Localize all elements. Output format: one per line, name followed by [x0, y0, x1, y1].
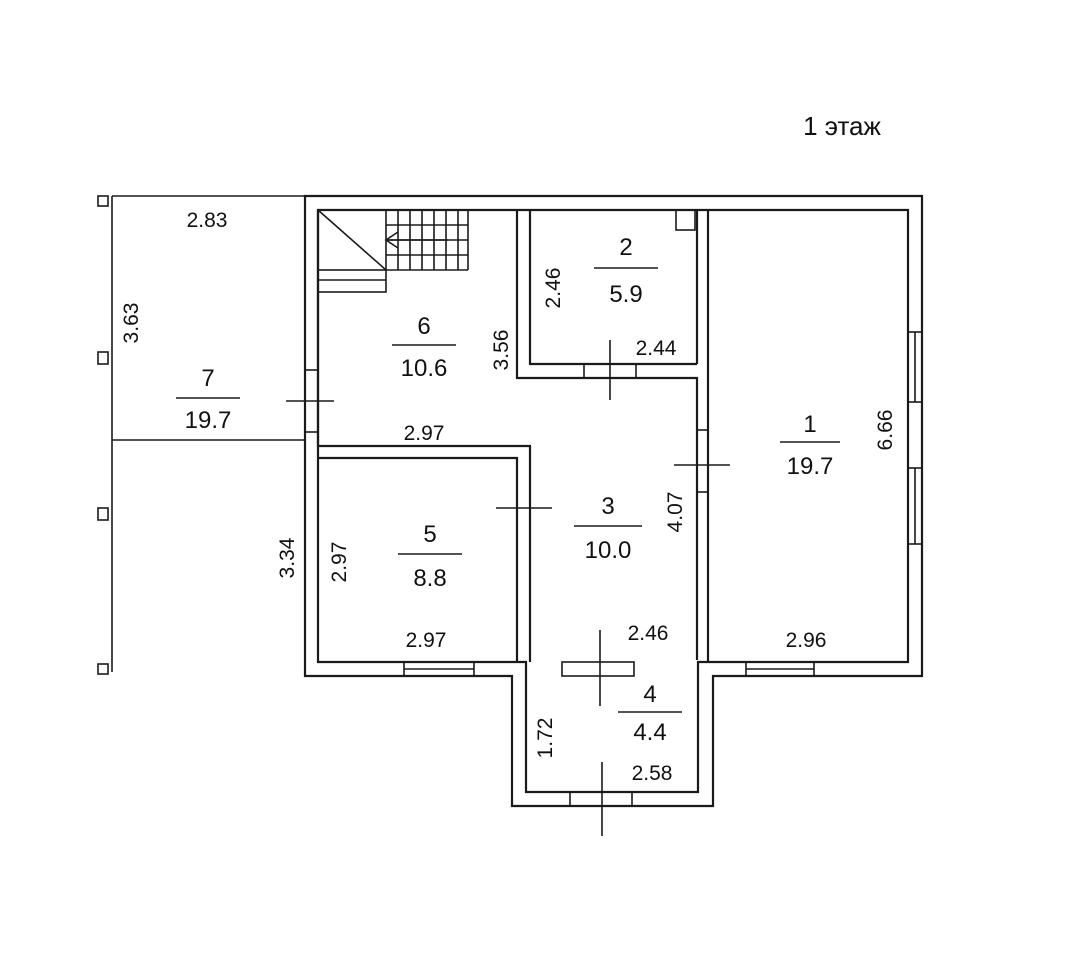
room-1-label: 1 19.7 — [780, 411, 840, 480]
dim-r3-height: 4.07 — [664, 492, 687, 533]
room-labels: 1 19.7 2 5.9 3 10.0 4 4.4 5 8.8 6 10.6 — [176, 234, 840, 746]
room-6-number: 6 — [417, 313, 430, 340]
dim-r6-height: 3.56 — [490, 330, 513, 371]
staircase — [317, 209, 469, 293]
dim-r7-width: 2.83 — [187, 209, 228, 232]
room-1-number: 1 — [803, 411, 816, 438]
vent-box — [675, 209, 696, 231]
floor-title: 1 этаж — [803, 111, 881, 141]
room-3-area: 10.0 — [585, 537, 632, 564]
dim-r5-width: 2.97 — [406, 629, 447, 652]
dim-r5-height-inner: 2.97 — [328, 542, 351, 583]
room-7-area: 19.7 — [185, 407, 232, 434]
room-4-number: 4 — [643, 681, 656, 708]
dim-r3-width: 2.46 — [628, 622, 669, 645]
room-3-number: 3 — [601, 493, 614, 520]
room-5-label: 5 8.8 — [398, 521, 462, 592]
room-4-label: 4 4.4 — [618, 681, 682, 746]
room-2-number: 2 — [619, 234, 632, 261]
room-6-label: 6 10.6 — [392, 313, 456, 382]
room-2-label: 2 5.9 — [594, 234, 658, 308]
door-marks — [286, 340, 730, 836]
dim-r5-height-outer: 3.34 — [276, 537, 299, 578]
dim-r2-height: 2.46 — [542, 268, 565, 309]
room-2-area: 5.9 — [609, 281, 642, 308]
dim-r4-height: 1.72 — [534, 718, 557, 759]
dim-r7-height: 3.63 — [120, 303, 143, 344]
dim-r1-height: 6.66 — [874, 410, 897, 451]
dim-r1-width: 2.96 — [786, 629, 827, 652]
dim-r2-width: 2.44 — [636, 337, 677, 360]
room-5-number: 5 — [423, 521, 436, 548]
terrace-outline — [97, 195, 305, 675]
room-7-label: 7 19.7 — [176, 365, 240, 434]
interior-walls — [316, 210, 710, 662]
room-5-area: 8.8 — [413, 565, 446, 592]
room-3-label: 3 10.0 — [574, 493, 642, 564]
dim-r4-width: 2.58 — [632, 762, 673, 785]
room-7-number: 7 — [201, 365, 214, 392]
room-1-area: 19.7 — [787, 453, 834, 480]
windows — [304, 331, 923, 807]
dim-r6-width: 2.97 — [404, 422, 445, 445]
dimension-labels: 2.83 3.63 3.56 2.97 2.46 2.44 6.66 2.96 … — [120, 209, 897, 785]
room-6-area: 10.6 — [401, 355, 448, 382]
room-4-area: 4.4 — [633, 719, 666, 746]
